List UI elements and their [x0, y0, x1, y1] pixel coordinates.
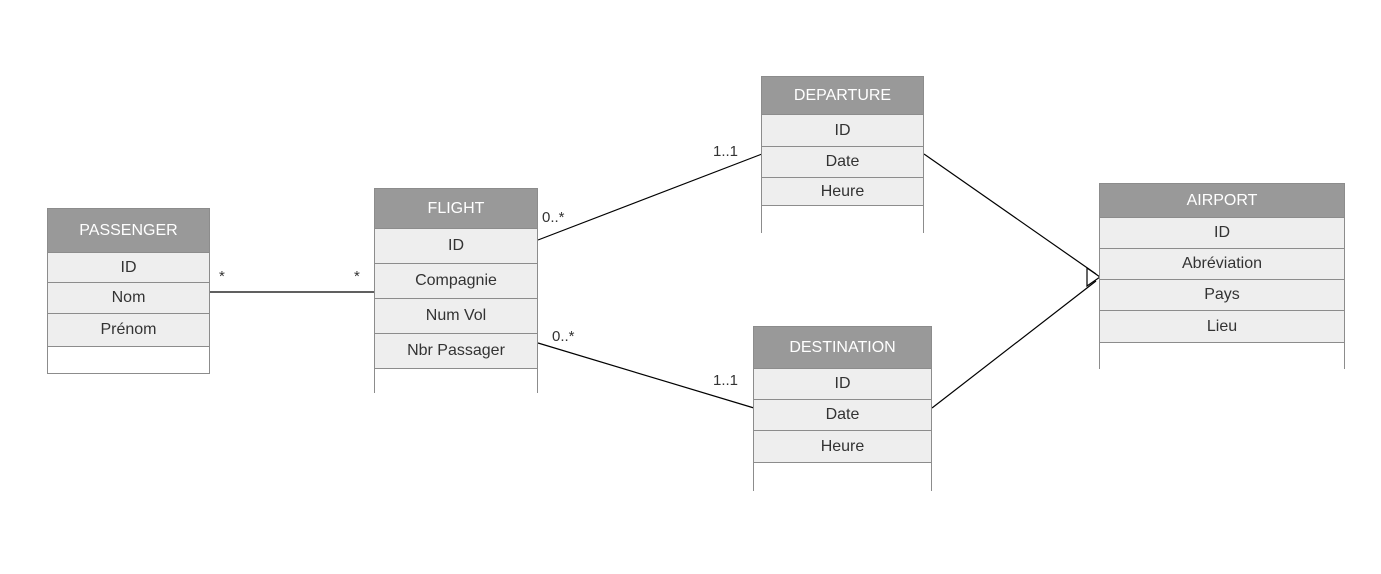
airport-attr-id: ID [1100, 218, 1344, 249]
flight-attr-nbr-passager: Nbr Passager [375, 334, 537, 369]
multiplicity-flight-end-departure: 0..* [542, 209, 565, 226]
airport-attr-pays: Pays [1100, 280, 1344, 311]
multiplicity-passenger-end: * [219, 268, 225, 285]
departure-attr-heure: Heure [762, 178, 923, 206]
airport-attr-lieu: Lieu [1100, 311, 1344, 343]
destination-attr-date: Date [754, 400, 931, 431]
association-flight-departure [537, 153, 763, 241]
airport-attr-abreviation: Abréviation [1100, 249, 1344, 280]
departure-attr-date: Date [762, 147, 923, 178]
multiplicity-destination-end: 1..1 [713, 372, 739, 389]
passenger-methods-compartment [48, 347, 209, 373]
multiplicity-flight-end-destination: 0..* [552, 328, 575, 345]
destination-methods-compartment [754, 463, 931, 491]
entity-flight-title: FLIGHT [375, 189, 537, 229]
multiplicity-departure-end: 1..1 [713, 143, 739, 160]
departure-attr-id: ID [762, 115, 923, 147]
passenger-attr-prenom: Prénom [48, 314, 209, 347]
multiplicity-flight-end-passenger: * [354, 268, 360, 285]
airport-methods-compartment [1100, 343, 1344, 369]
entity-destination-title: DESTINATION [754, 327, 931, 369]
entity-passenger-title: PASSENGER [48, 209, 209, 253]
entity-airport-title: AIRPORT [1100, 184, 1344, 218]
generalization-destination-airport [931, 280, 1097, 409]
flight-attr-compagnie: Compagnie [375, 264, 537, 299]
destination-attr-heure: Heure [754, 431, 931, 463]
entity-passenger[interactable]: PASSENGER ID Nom Prénom [47, 208, 210, 374]
destination-attr-id: ID [754, 369, 931, 400]
passenger-attr-nom: Nom [48, 283, 209, 314]
departure-methods-compartment [762, 206, 923, 233]
entity-departure-title: DEPARTURE [762, 77, 923, 115]
flight-attr-num-vol: Num Vol [375, 299, 537, 334]
flight-attr-id: ID [375, 229, 537, 264]
entity-departure[interactable]: DEPARTURE ID Date Heure [761, 76, 924, 233]
entity-destination[interactable]: DESTINATION ID Date Heure [753, 326, 932, 491]
flight-methods-compartment [375, 369, 537, 393]
entity-airport[interactable]: AIRPORT ID Abréviation Pays Lieu [1099, 183, 1345, 369]
entity-flight[interactable]: FLIGHT ID Compagnie Num Vol Nbr Passager [374, 188, 538, 393]
passenger-attr-id: ID [48, 253, 209, 283]
generalization-departure-airport [923, 153, 1097, 275]
